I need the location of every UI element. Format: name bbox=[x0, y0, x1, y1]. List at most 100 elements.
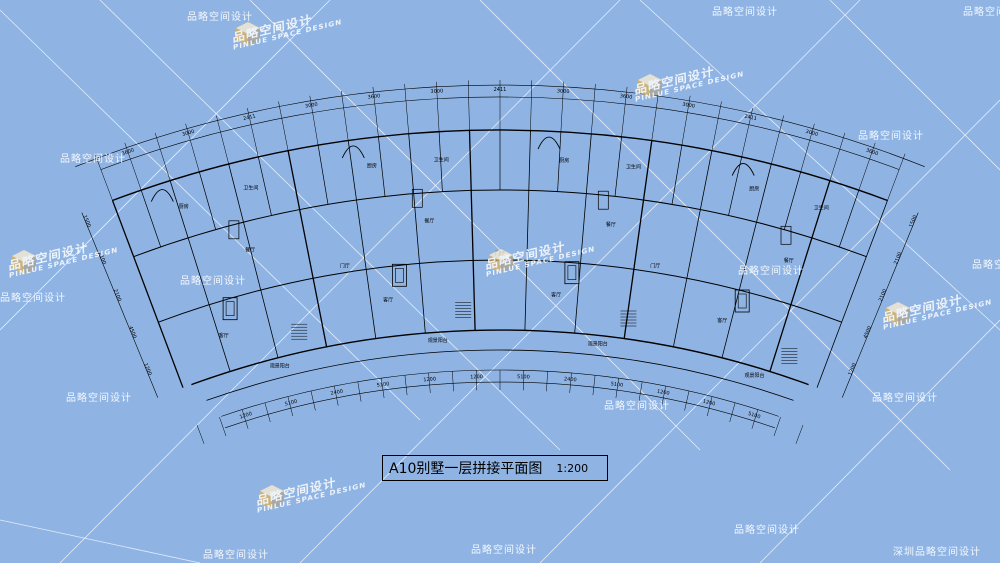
watermark-text: 品略空间设计 bbox=[471, 545, 537, 556]
dimension-tick bbox=[592, 375, 596, 396]
dimension-label: 5100 bbox=[284, 399, 298, 408]
room-label: 观景阳台 bbox=[428, 337, 448, 344]
dimension-label: 3600 bbox=[619, 93, 632, 100]
dimension-line bbox=[221, 369, 779, 417]
dimension-tick bbox=[219, 416, 227, 437]
room-label: 餐厅 bbox=[606, 221, 616, 228]
watermark-line bbox=[249, 0, 701, 451]
watermark-text: 品略空间设计 bbox=[872, 393, 938, 404]
sofa-icon bbox=[222, 297, 238, 321]
room-label: 门厅 bbox=[650, 263, 660, 270]
partition-wall bbox=[257, 156, 272, 216]
dimension-tick bbox=[357, 381, 362, 402]
dimension-label: 2100 bbox=[893, 251, 903, 265]
partition-wall bbox=[317, 145, 329, 205]
dimension-label: 5100 bbox=[747, 411, 761, 421]
room-label: 卫生间 bbox=[434, 157, 449, 164]
dining-table-icon bbox=[780, 225, 792, 245]
partition-wall bbox=[673, 150, 713, 347]
dimension-label: 1500 bbox=[81, 214, 91, 228]
dimension-tick bbox=[264, 402, 271, 423]
dimension-label: 2400 bbox=[330, 389, 344, 397]
dimension-tick bbox=[341, 90, 349, 141]
dimension-label: 4500 bbox=[127, 325, 137, 339]
cube-logo-icon bbox=[638, 74, 662, 98]
dimension-label: 2411 bbox=[494, 87, 507, 93]
watermark-text: 品略空间设计 bbox=[963, 7, 1000, 18]
dimension-label: 1200 bbox=[847, 362, 857, 376]
cube-logo-icon bbox=[489, 249, 513, 273]
dimension-label: 3600 bbox=[121, 147, 135, 157]
dimension-label: 2411 bbox=[243, 113, 257, 122]
dimension-tick bbox=[661, 386, 666, 406]
dimension-label: 3000 bbox=[557, 88, 570, 95]
sofa-icon bbox=[564, 261, 580, 285]
dimension-tick bbox=[771, 115, 784, 165]
partition-wall bbox=[140, 190, 162, 248]
room-label: 厨房 bbox=[367, 163, 377, 170]
room-label: 餐厅 bbox=[784, 257, 794, 264]
dimension-label: 2400 bbox=[564, 376, 577, 383]
bay-window bbox=[150, 189, 174, 202]
balcony-line bbox=[206, 349, 794, 401]
watermark-text: 品略空间设计 bbox=[604, 401, 670, 412]
dimension-tick bbox=[751, 409, 759, 429]
dimension-tick bbox=[773, 416, 781, 437]
dimension-tick bbox=[829, 132, 846, 181]
watermark-text: 品略空间设计 bbox=[180, 276, 246, 287]
room-label: 餐厅 bbox=[424, 218, 434, 225]
watermark-text: 品略空间设计 bbox=[738, 266, 804, 277]
watermark-line bbox=[0, 519, 201, 563]
dimension-tick bbox=[154, 132, 171, 181]
cube-logo-icon bbox=[12, 250, 36, 274]
dimension-tick bbox=[94, 153, 113, 201]
dimension-tick bbox=[681, 95, 691, 146]
dimension-tick bbox=[428, 372, 431, 393]
room-label: 卫生间 bbox=[243, 184, 258, 191]
dimension-tick bbox=[185, 123, 200, 172]
watermark-line bbox=[479, 0, 951, 471]
interior-wall bbox=[133, 189, 867, 258]
dimension-label: 5100 bbox=[610, 381, 623, 389]
dimension-tick bbox=[684, 390, 690, 411]
dimension-tick bbox=[795, 425, 804, 444]
dimension-tick bbox=[741, 108, 753, 157]
bay-window bbox=[731, 163, 755, 176]
partition-wall bbox=[728, 156, 743, 216]
dimension-tick bbox=[591, 83, 596, 134]
dimension-label: 2100 bbox=[878, 288, 888, 302]
dimension-tick bbox=[216, 115, 229, 165]
bay-window bbox=[341, 145, 365, 159]
room-label: 客厅 bbox=[383, 297, 393, 304]
watermark-text: 品略空间设计 bbox=[0, 293, 66, 304]
dimension-tick bbox=[858, 142, 876, 191]
cube-logo-icon bbox=[260, 485, 284, 509]
dimension-label: 4500 bbox=[863, 325, 873, 339]
dimension-line bbox=[841, 212, 919, 398]
watermark-line bbox=[0, 9, 421, 421]
dimension-tick bbox=[638, 381, 643, 402]
dimension-label: 1200 bbox=[702, 399, 716, 408]
partition-wall bbox=[347, 140, 377, 339]
watermark-line bbox=[639, 0, 1000, 331]
partition-wall bbox=[438, 131, 443, 192]
dimension-tick bbox=[800, 123, 815, 172]
partition-wall bbox=[169, 180, 231, 372]
dimension-label: 1200 bbox=[239, 411, 253, 421]
dimension-tick bbox=[247, 108, 259, 157]
dimension-tick bbox=[651, 90, 659, 141]
dimension-label: 1200 bbox=[423, 376, 436, 383]
partition-wall bbox=[378, 136, 386, 197]
watermark-line bbox=[539, 99, 1000, 563]
watermark-text: 品略空间设计 bbox=[203, 550, 269, 561]
drawing-scale: 1:200 bbox=[556, 461, 589, 475]
watermark-text: 品略空间设计 bbox=[60, 154, 126, 165]
partition-wall bbox=[783, 171, 802, 230]
partition-wall bbox=[769, 180, 831, 372]
dimension-label: 1200 bbox=[470, 374, 483, 380]
